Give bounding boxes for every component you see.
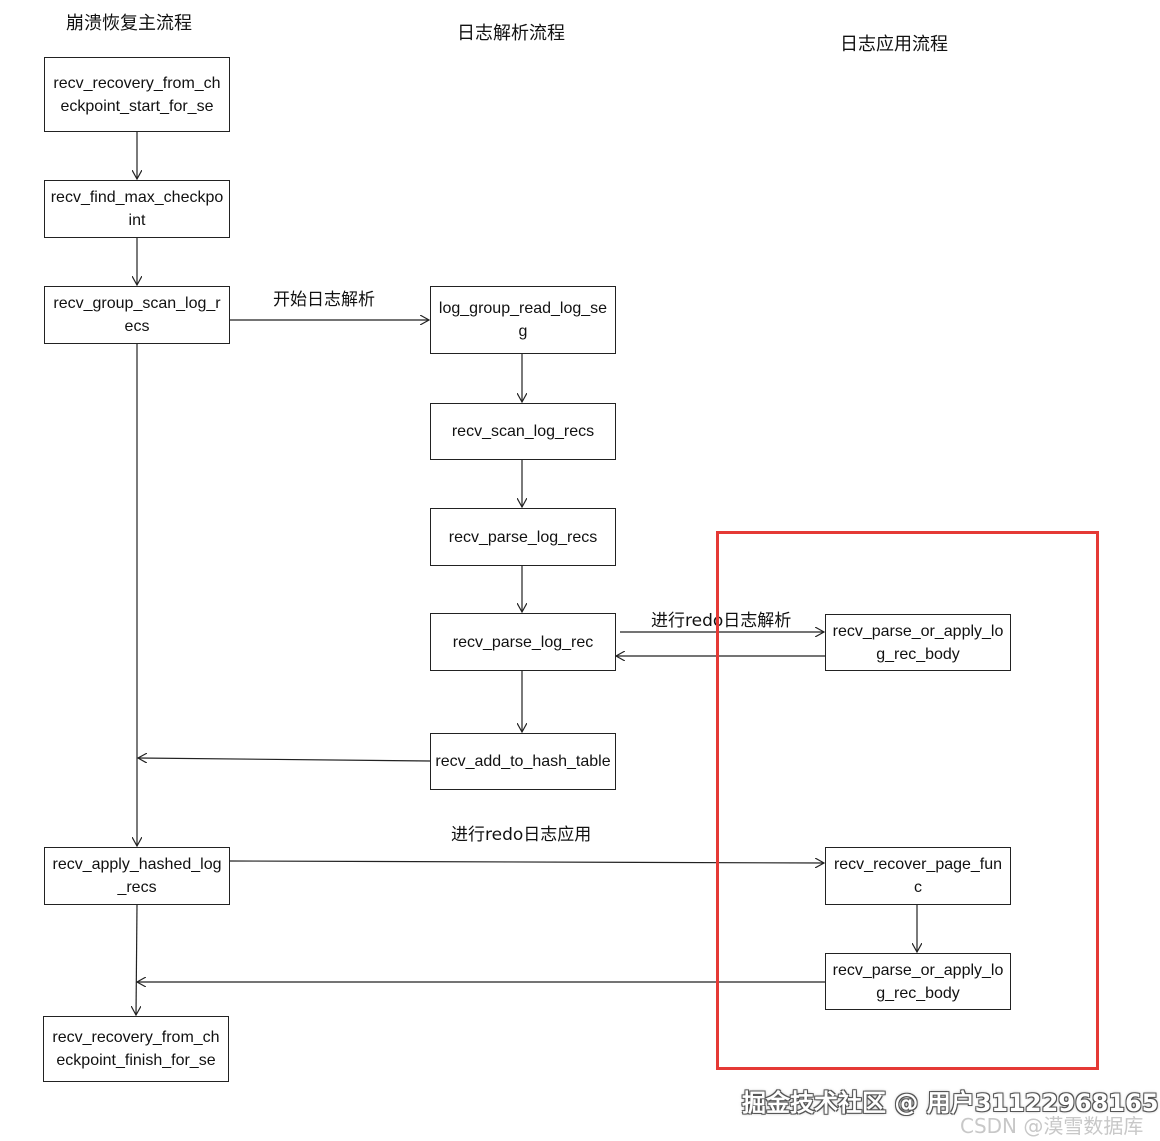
node-group-scan-log-recs: recv_group_scan_log_recs (44, 286, 230, 344)
edge-apply-to-recover-page (229, 861, 824, 863)
node-recovery-start-label: recv_recovery_from_checkpoint_start_for_… (53, 74, 221, 115)
node-parse-log-rec: recv_parse_log_rec (430, 613, 616, 671)
node-group-scan-log-recs-label: recv_group_scan_log_recs (53, 295, 221, 335)
node-apply-hashed-log-recs-label: recv_apply_hashed_log_recs (52, 856, 222, 896)
node-scan-log-recs-label: recv_scan_log_recs (451, 423, 595, 440)
node-find-max-checkpoint: recv_find_max_checkpoint (44, 180, 230, 238)
edge-label-start-parse: 开始日志解析 (273, 290, 375, 310)
node-recover-page-func-label: recv_recover_page_func (833, 856, 1003, 896)
node-parse-or-apply-body-1-label: recv_parse_or_apply_log_rec_body (832, 622, 1004, 663)
node-scan-log-recs: recv_scan_log_recs (430, 403, 616, 460)
node-parse-or-apply-body-1: recv_parse_or_apply_log_rec_body (825, 614, 1011, 671)
highlight-frame (716, 531, 1099, 1070)
node-recovery-finish: recv_recovery_from_checkpoint_finish_for… (43, 1016, 229, 1082)
node-log-group-read-log-seg: log_group_read_log_seg (430, 286, 616, 354)
column-title-parse: 日志解析流程 (457, 23, 565, 44)
node-parse-or-apply-body-2: recv_parse_or_apply_log_rec_body (825, 953, 1011, 1010)
node-parse-log-rec-label: recv_parse_log_rec (452, 633, 594, 651)
edge-apply-to-finish (136, 904, 137, 1015)
node-parse-log-recs-label: recv_parse_log_recs (448, 528, 598, 546)
edge-label-redo-apply: 进行redo日志应用 (451, 825, 592, 845)
node-log-group-read-log-seg-label: log_group_read_log_seg (438, 300, 608, 340)
column-title-apply: 日志应用流程 (840, 34, 948, 55)
edge-label-redo-parse: 进行redo日志解析 (651, 611, 792, 631)
watermark-csdn: CSDN @漠雪数据库 (960, 1114, 1144, 1138)
edge-hash-to-main (138, 758, 431, 761)
node-recovery-finish-label: recv_recovery_from_checkpoint_finish_for… (52, 1029, 220, 1069)
node-parse-or-apply-body-2-label: recv_parse_or_apply_log_rec_body (832, 961, 1004, 1002)
node-recover-page-func: recv_recover_page_func (825, 847, 1011, 905)
node-find-max-checkpoint-label: recv_find_max_checkpoint (50, 189, 224, 229)
node-apply-hashed-log-recs: recv_apply_hashed_log_recs (44, 847, 230, 905)
node-add-to-hash-table-label: recv_add_to_hash_table (435, 753, 611, 770)
node-parse-log-recs: recv_parse_log_recs (430, 508, 616, 566)
watermark-juejin: 掘金技术社区 @ 用户3112296816​5 (742, 1089, 1159, 1117)
column-title-main: 崩溃恢复主流程 (66, 13, 192, 34)
node-add-to-hash-table: recv_add_to_hash_table (430, 733, 616, 790)
node-recovery-start: recv_recovery_from_checkpoint_start_for_… (44, 57, 230, 132)
